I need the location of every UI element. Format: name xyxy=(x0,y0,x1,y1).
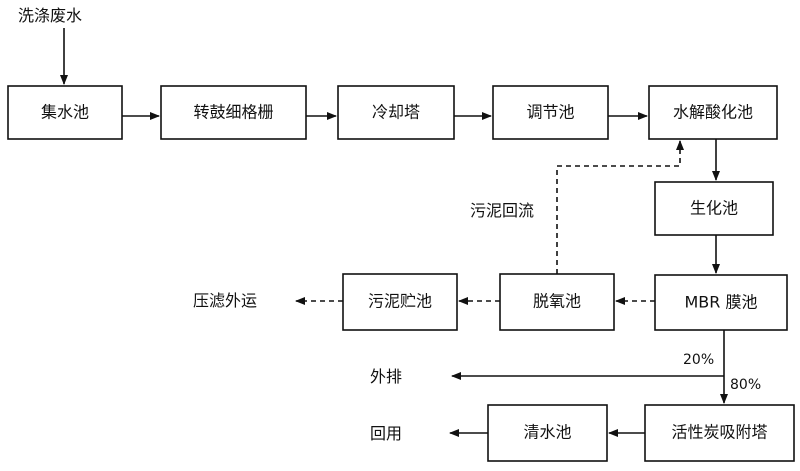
input-label: 洗涤废水 xyxy=(18,6,82,25)
biochem-tank-label: 生化池 xyxy=(690,199,738,218)
activated-carbon-tower-label: 活性炭吸附塔 xyxy=(671,423,767,442)
filter-press-transport-label: 压滤外运 xyxy=(193,291,257,310)
collection-tank-box: 集水池 xyxy=(7,85,123,140)
equalization-tank-box: 调节池 xyxy=(492,85,609,140)
biochem-tank-box: 生化池 xyxy=(654,181,774,236)
activated-carbon-tower-box: 活性炭吸附塔 xyxy=(644,404,795,462)
sludge-storage-tank-box: 污泥贮池 xyxy=(342,273,458,331)
sludge-return-label: 污泥回流 xyxy=(470,201,534,220)
hydrolysis-tank-label: 水解酸化池 xyxy=(673,103,753,122)
hydrolysis-tank-box: 水解酸化池 xyxy=(648,85,778,140)
sludge-return-line xyxy=(556,140,684,274)
cooling-tower-label: 冷却塔 xyxy=(372,103,420,122)
cooling-tower-box: 冷却塔 xyxy=(337,85,455,140)
mbr-tank-label: MBR 膜池 xyxy=(685,293,758,312)
clear-water-tank-box: 清水池 xyxy=(487,404,608,462)
mbr-tank-box: MBR 膜池 xyxy=(654,274,788,331)
reuse-percent-label: 80% xyxy=(730,377,761,393)
discharge-label: 外排 xyxy=(370,367,402,386)
deoxygenation-tank-label: 脱氧池 xyxy=(533,292,581,311)
equalization-tank-label: 调节池 xyxy=(526,103,574,122)
drum-screen-box: 转鼓细格栅 xyxy=(160,85,307,140)
collection-tank-label: 集水池 xyxy=(41,103,89,122)
reuse-label: 回用 xyxy=(370,424,402,443)
discharge-percent-label: 20% xyxy=(683,352,714,368)
clear-water-tank-label: 清水池 xyxy=(523,423,571,442)
deoxygenation-tank-box: 脱氧池 xyxy=(499,273,615,331)
drum-screen-label: 转鼓细格栅 xyxy=(193,103,273,122)
sludge-storage-tank-label: 污泥贮池 xyxy=(368,292,432,311)
